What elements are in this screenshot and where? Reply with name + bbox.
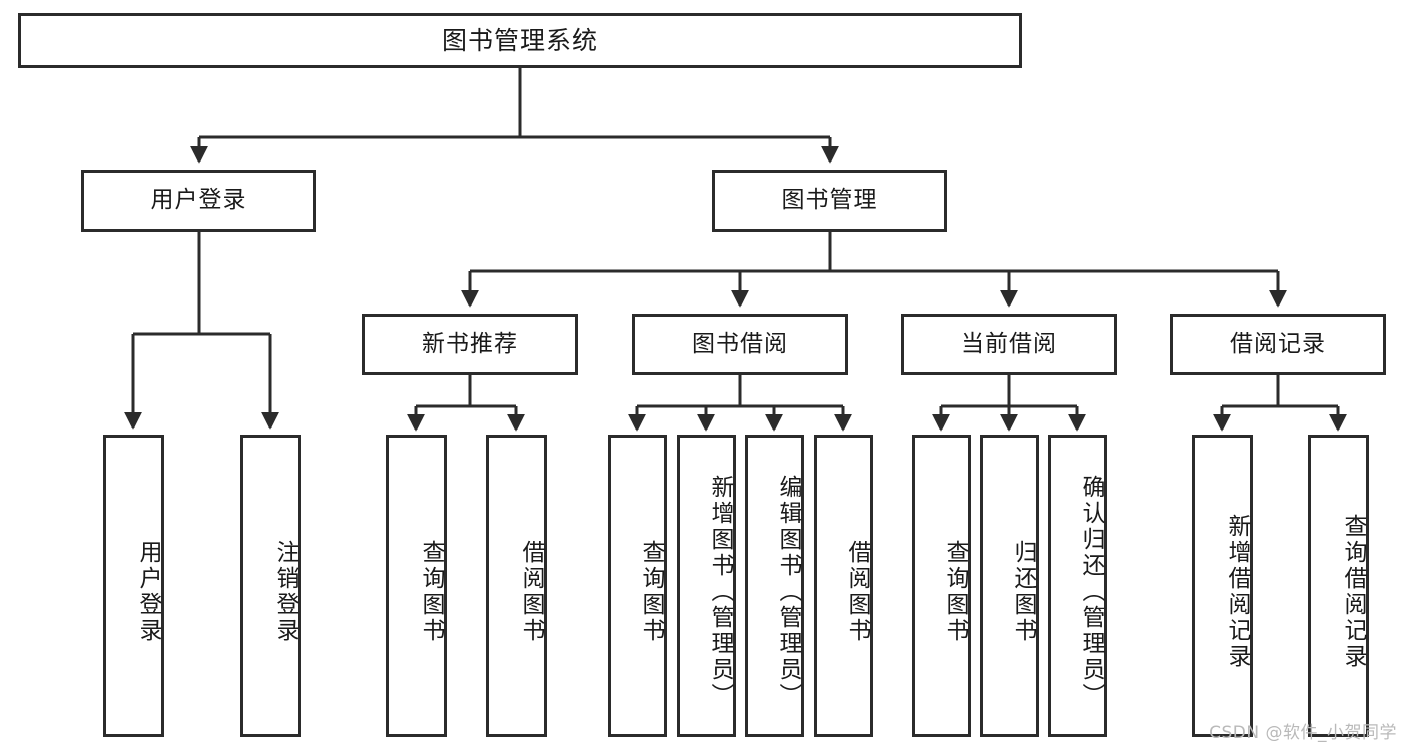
node-leaf-query-book-current-label: 查询图书 <box>942 540 968 644</box>
node-leaf-borrow-book-label: 借阅图书 <box>844 540 870 644</box>
node-leaf-add-borrow-record-label: 新增借阅记录 <box>1224 514 1250 670</box>
node-leaf-user-login-label: 用户登录 <box>135 540 161 644</box>
node-borrow-records[interactable]: 借阅记录 <box>1170 314 1386 375</box>
node-new-book-recommend[interactable]: 新书推荐 <box>362 314 578 375</box>
node-leaf-query-book-recommend-label: 查询图书 <box>418 540 444 644</box>
node-book-management-label: 图书管理 <box>781 187 878 214</box>
node-leaf-return-book-label: 归还图书 <box>1010 540 1036 644</box>
node-user-login-label: 用户登录 <box>150 187 247 214</box>
node-new-book-recommend-label: 新书推荐 <box>422 330 518 357</box>
node-leaf-borrow-book-recommend-label: 借阅图书 <box>518 540 544 644</box>
node-leaf-logout-label: 注销登录 <box>272 540 298 644</box>
node-leaf-borrow-book-recommend[interactable]: 借阅图书 <box>486 435 547 737</box>
node-leaf-borrow-book[interactable]: 借阅图书 <box>814 435 873 737</box>
node-user-login[interactable]: 用户登录 <box>81 170 316 232</box>
node-root-system-label: 图书管理系统 <box>441 25 598 55</box>
node-leaf-query-book-borrow[interactable]: 查询图书 <box>608 435 667 737</box>
node-leaf-query-borrow-record[interactable]: 查询借阅记录 <box>1308 435 1369 737</box>
node-current-borrow[interactable]: 当前借阅 <box>901 314 1117 375</box>
node-leaf-add-book-admin[interactable]: 新增图书（管理员） <box>677 435 736 737</box>
node-leaf-query-borrow-record-label: 查询借阅记录 <box>1340 514 1366 670</box>
node-current-borrow-label: 当前借阅 <box>961 330 1057 357</box>
node-leaf-edit-book-admin[interactable]: 编辑图书（管理员） <box>745 435 804 737</box>
node-leaf-confirm-return-admin[interactable]: 确认归还（管理员） <box>1048 435 1107 737</box>
node-leaf-query-book-recommend[interactable]: 查询图书 <box>386 435 447 737</box>
node-leaf-logout[interactable]: 注销登录 <box>240 435 301 737</box>
node-leaf-query-book-current[interactable]: 查询图书 <box>912 435 971 737</box>
node-leaf-add-borrow-record[interactable]: 新增借阅记录 <box>1192 435 1253 737</box>
node-root-system[interactable]: 图书管理系统 <box>18 13 1022 68</box>
node-book-borrow-label: 图书借阅 <box>692 330 788 357</box>
node-borrow-records-label: 借阅记录 <box>1230 330 1326 357</box>
node-book-management[interactable]: 图书管理 <box>712 170 947 232</box>
node-leaf-edit-book-admin-label: 编辑图书（管理员） <box>775 475 801 709</box>
node-leaf-query-book-borrow-label: 查询图书 <box>638 540 664 644</box>
node-book-borrow[interactable]: 图书借阅 <box>632 314 848 375</box>
node-leaf-user-login[interactable]: 用户登录 <box>103 435 164 737</box>
node-leaf-add-book-admin-label: 新增图书（管理员） <box>707 475 733 709</box>
node-leaf-return-book[interactable]: 归还图书 <box>980 435 1039 737</box>
node-leaf-confirm-return-admin-label: 确认归还（管理员） <box>1078 475 1104 709</box>
